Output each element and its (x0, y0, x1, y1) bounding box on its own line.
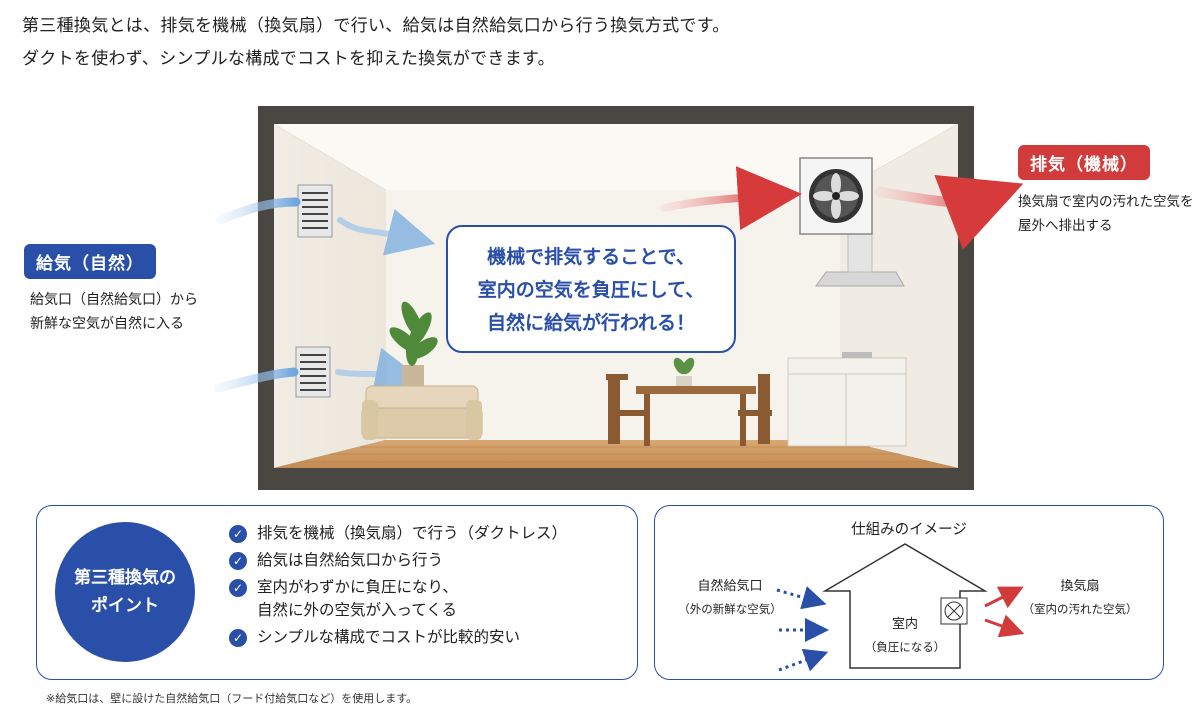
intro-line-2: ダクトを使わず、シンプルな構成でコストを抑えた換気ができます。 (22, 49, 555, 69)
exhaust-desc-line-1: 換気扇で室内の汚れた空気を (1018, 194, 1194, 210)
inlet-label: 自然給気口 （外の新鮮な空気） (665, 576, 795, 620)
point-text-multiline: 室内がわずかに負圧になり、 自然に外の空気が入ってくる (257, 576, 458, 622)
room-label-sub: （負圧になる） (864, 640, 946, 654)
mechanism-card: 仕組みのイメージ 自然給気口 （外の新鮮な空気） 室内 （負圧になる） 換気扇 … (654, 505, 1164, 680)
points-title-line-2: ポイント (91, 596, 159, 616)
supply-description: 給気口（自然給気口）から 新鮮な空気が自然に入る (30, 288, 198, 336)
point-text: シンプルな構成でコストが比較的安い (257, 628, 521, 646)
point-text: 排気を機械（換気扇）で行う（ダクトレス） (257, 524, 568, 542)
inlet-label-main: 自然給気口 (697, 579, 763, 594)
supply-vent-lower (295, 346, 331, 398)
fan-icon (940, 597, 968, 625)
callout-line-2: 室内の空気を負圧にして、 (477, 279, 705, 301)
supply-desc-line-2: 新鮮な空気が自然に入る (30, 316, 184, 332)
room-label: 室内 （負圧になる） (845, 614, 965, 658)
mechanism-title: 仕組みのイメージ (851, 522, 967, 538)
house-outline (822, 543, 988, 669)
negative-pressure-callout: 機械で排気することで、 室内の空気を負圧にして、 自然に給気が行われる！ (446, 225, 736, 353)
supply-desc-line-1: 給気口（自然給気口）から (30, 292, 198, 308)
supply-arrow-inside-upper (337, 208, 436, 256)
inlet-label-sub: （外の新鮮な空気） (678, 602, 782, 616)
intro-line-1: 第三種換気とは、排気を機械（換気扇）で行い、給気は自然給気口から行う換気方式です… (22, 16, 730, 36)
footnote: ※給気口は、壁に設けた自然給気口（フード付給気口など）を使用します。 (46, 692, 418, 705)
exhaust-fan (799, 157, 873, 235)
dining-set (606, 357, 772, 446)
callout-line-1: 機械で排気することで、 (487, 246, 695, 268)
fan-label: 換気扇 （室内の汚れた空気） (1005, 576, 1155, 620)
point-text: 自然に外の空気が入ってくる (257, 601, 457, 619)
point-item: ✓ 給気は自然給気口から行う (229, 549, 567, 572)
exhaust-badge: 排気（機械） (1018, 145, 1150, 180)
mechanism-diagram (776, 543, 1025, 672)
point-text: 給気は自然給気口から行う (257, 551, 444, 569)
room-label-main: 室内 (891, 617, 918, 632)
point-item: ✓ 排気を機械（換気扇）で行う（ダクトレス） (229, 522, 567, 545)
check-icon: ✓ (229, 552, 247, 570)
fan-label-main: 換気扇 (1060, 579, 1100, 594)
supply-arrow-lower (213, 367, 299, 393)
outlet-arrow (984, 586, 1024, 609)
point-text: 室内がわずかに負圧になり、 (257, 578, 458, 596)
sofa (361, 385, 483, 440)
exhaust-arrow-inside (660, 166, 802, 231)
supply-badge: 給気（自然） (24, 244, 156, 279)
points-title-line-1: 第三種換気の (74, 568, 176, 588)
exhaust-arrow-outside (875, 174, 1024, 250)
points-list: ✓ 排気を機械（換気扇）で行う（ダクトレス） ✓ 給気は自然給気口から行う ✓ … (229, 522, 567, 653)
points-title-circle: 第三種換気の ポイント (55, 522, 195, 662)
check-icon: ✓ (229, 579, 247, 597)
potted-plant (389, 301, 438, 387)
supply-arrow-upper (215, 197, 301, 225)
supply-vent-upper (297, 184, 333, 238)
exhaust-desc-line-2: 屋外へ排出する (1018, 218, 1113, 234)
exhaust-description: 換気扇で室内の汚れた空気を 屋外へ排出する (1018, 190, 1194, 238)
check-icon: ✓ (229, 629, 247, 647)
points-card: 第三種換気の ポイント ✓ 排気を機械（換気扇）で行う（ダクトレス） ✓ 給気は… (36, 505, 638, 680)
callout-line-3: 自然に給気が行われる！ (486, 312, 696, 334)
intro-text: 第三種換気とは、排気を機械（換気扇）で行い、給気は自然給気口から行う換気方式です… (22, 10, 730, 76)
supply-arrow-inside-lower (335, 347, 424, 395)
inlet-arrow (778, 648, 829, 672)
outlet-arrow (984, 614, 1025, 638)
point-item: ✓ 室内がわずかに負圧になり、 自然に外の空気が入ってくる (229, 576, 567, 622)
kitchen-unit (787, 199, 907, 447)
check-icon: ✓ (229, 525, 247, 543)
fan-label-sub: （室内の汚れた空気） (1022, 602, 1138, 616)
point-item: ✓ シンプルな構成でコストが比較的安い (229, 626, 567, 649)
